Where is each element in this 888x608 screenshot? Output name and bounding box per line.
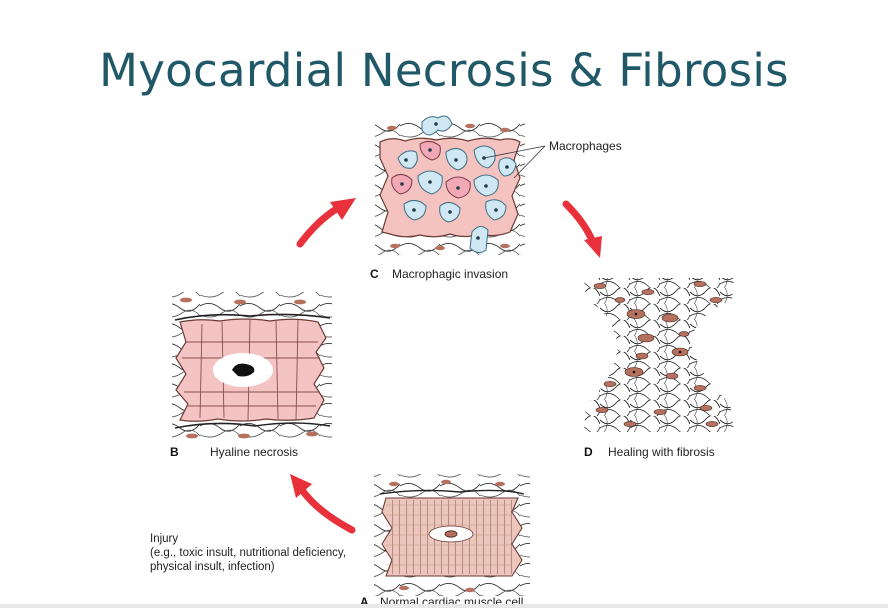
- macrophage: [421, 115, 453, 136]
- panel-a-normal-muscle-cell: A Normal cardiac muscle cell: [360, 474, 530, 608]
- injury-note: Injury (e.g., toxic insult, nutritional …: [150, 532, 390, 574]
- injury-line-3: physical insult, infection): [150, 561, 275, 573]
- panel-a-letter: A: [360, 595, 369, 608]
- panel-d-caption: Healing with fibrosis: [608, 445, 715, 459]
- panel-b-letter: B: [170, 445, 179, 459]
- fibrous-scar: [584, 278, 734, 432]
- panel-b-hyaline-necrosis: B Hyaline necrosis: [170, 292, 332, 459]
- slide-bottom-edge: [0, 604, 888, 608]
- nucleus: [444, 530, 458, 538]
- panel-c-letter: C: [370, 267, 379, 281]
- slide-title: Myocardial Necrosis & Fibrosis: [99, 44, 789, 97]
- panel-b-caption: Hyaline necrosis: [210, 445, 298, 459]
- cycle-arrows: [290, 198, 602, 534]
- callout-line: [513, 145, 546, 179]
- macrophages-label: Macrophages: [549, 139, 622, 153]
- macrophage: [469, 226, 489, 254]
- panel-d-letter: D: [584, 445, 593, 459]
- panel-c-macrophagic-invasion: Macrophages C Macrophagic invasion: [370, 115, 622, 281]
- callout-line: [483, 145, 546, 159]
- injury-line-1: Injury: [150, 533, 179, 545]
- panel-c-caption: Macrophagic invasion: [392, 267, 508, 281]
- panel-d-healing-with-fibrosis: D Healing with fibrosis: [584, 278, 734, 459]
- arrow-a-to-b: [290, 474, 356, 534]
- arrow-b-to-c: [296, 198, 356, 248]
- injury-line-2: (e.g., toxic insult, nutritional deficie…: [150, 547, 347, 559]
- arrow-c-to-d: [562, 200, 602, 258]
- pyknotic-nucleus: [232, 363, 255, 377]
